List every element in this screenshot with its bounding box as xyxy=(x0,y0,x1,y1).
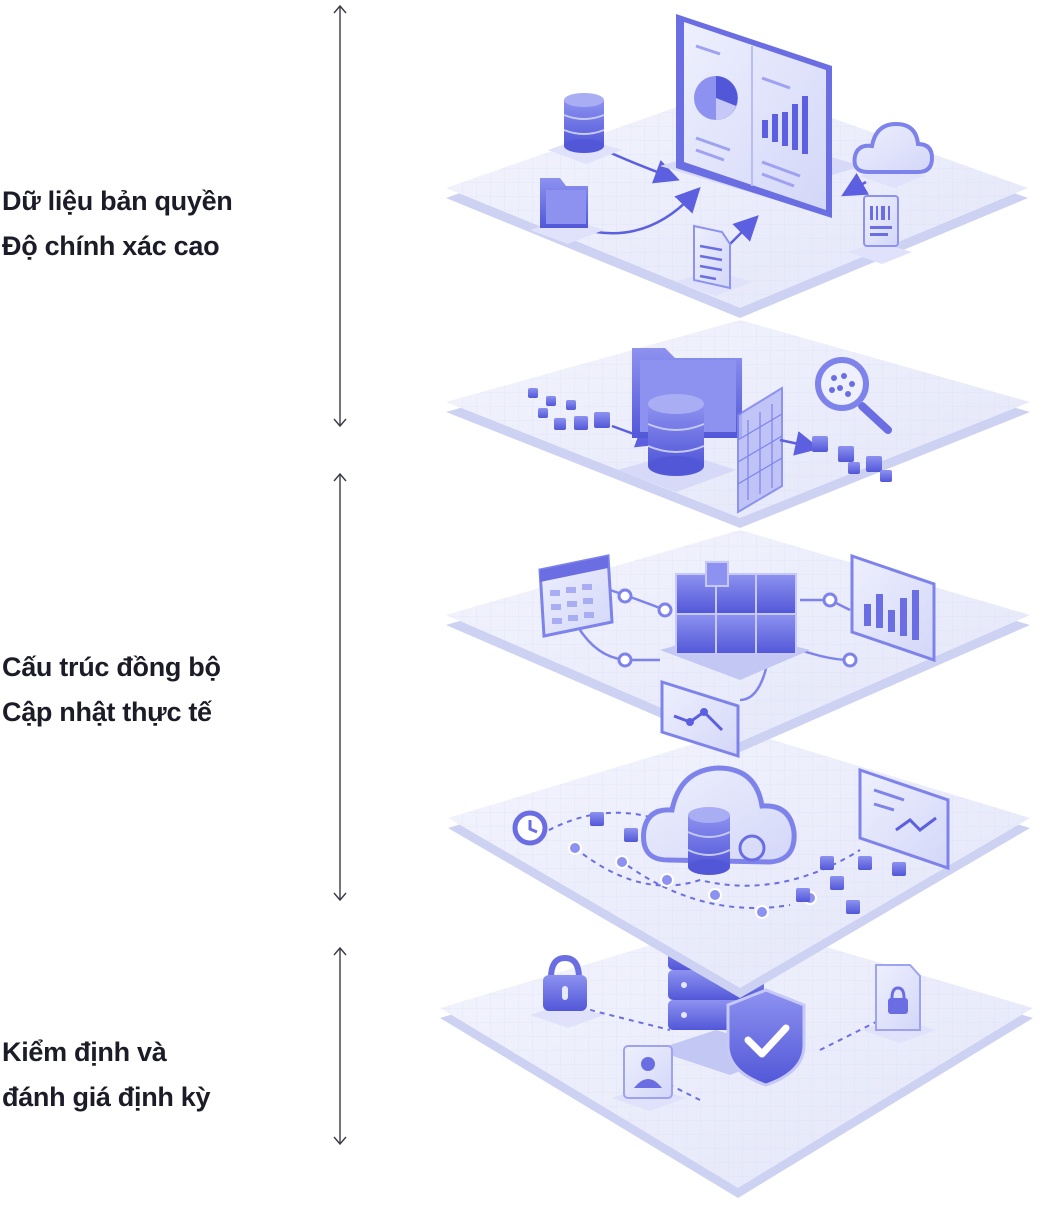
dashboard-screen-icon xyxy=(660,14,862,218)
label-line: Cập nhật thực tế xyxy=(2,697,212,727)
label-line: Cấu trúc đồng bộ xyxy=(2,652,221,682)
label-line: Dữ liệu bản quyền xyxy=(2,186,233,216)
lock-icon xyxy=(530,954,604,1028)
section-label-sync-structure: Cấu trúc đồng bộ Cập nhật thực tế xyxy=(2,645,221,735)
folder-icon xyxy=(530,178,604,244)
layer-data-processing xyxy=(446,320,1030,528)
database-icon xyxy=(687,807,731,875)
database-icon xyxy=(548,93,622,164)
line-chart-card-icon xyxy=(660,679,740,759)
section-label-periodic-audit: Kiểm định và đánh giá định kỳ xyxy=(2,1030,211,1120)
spreadsheet-icon xyxy=(538,554,614,638)
layer-cloud-sync xyxy=(448,730,1030,998)
timeline-dots xyxy=(568,841,817,919)
label-line: Độ chính xác cao xyxy=(2,231,220,261)
locked-document-icon xyxy=(862,964,936,1043)
clock-icon xyxy=(512,810,548,846)
label-line: Kiểm định và xyxy=(2,1037,167,1067)
layer-analytics-dashboard xyxy=(446,14,1028,318)
report-card-icon xyxy=(848,195,912,264)
bar-chart-icon xyxy=(762,96,808,154)
label-line: đánh giá định kỳ xyxy=(2,1082,211,1112)
pie-chart-icon xyxy=(694,76,738,120)
magnifier-icon xyxy=(815,357,892,434)
small-cubes-output xyxy=(812,436,892,482)
shield-check-icon xyxy=(726,988,806,1087)
arrow-section-1 xyxy=(333,4,347,428)
document-icon xyxy=(676,224,752,296)
cube-icons xyxy=(590,812,906,914)
cloud-icon xyxy=(852,121,935,188)
line-chart-screen-icon xyxy=(858,767,950,871)
layer-security-audit xyxy=(440,920,1033,1198)
section-label-licensed-data: Dữ liệu bản quyền Độ chính xác cao xyxy=(2,179,233,269)
filter-grid-panel-icon xyxy=(737,386,783,514)
layer-data-structure xyxy=(446,530,1030,759)
small-cubes-input xyxy=(528,388,610,430)
user-card-icon xyxy=(612,1045,686,1111)
arrow-section-2 xyxy=(333,472,347,902)
bar-chart-screen-icon xyxy=(850,553,936,663)
database-icon xyxy=(618,394,736,492)
cube-grid-icon xyxy=(660,561,810,680)
arrow-section-3 xyxy=(333,946,347,1146)
connector-nodes xyxy=(617,588,858,668)
